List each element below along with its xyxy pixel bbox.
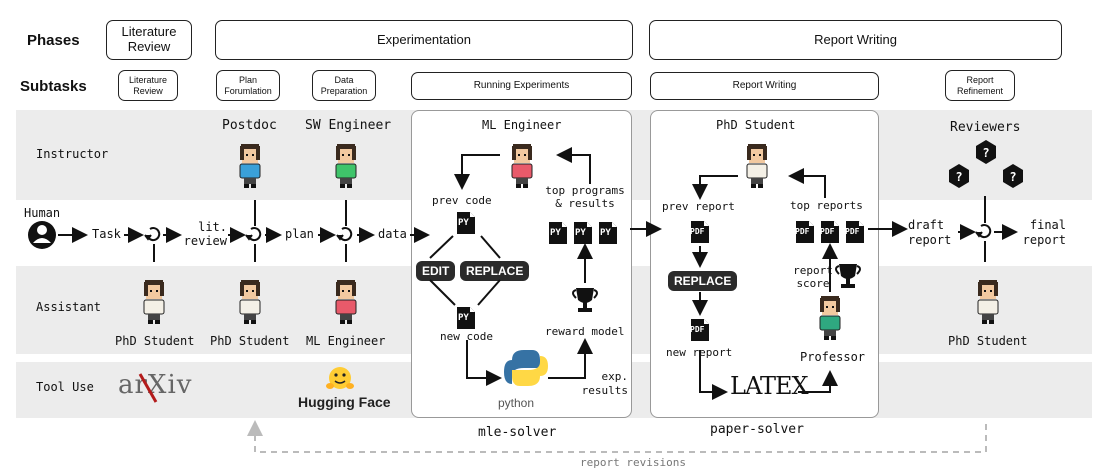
mle-reward-model: reward model xyxy=(545,325,625,338)
hugging-face-label: Hugging Face xyxy=(298,394,391,410)
pdf-label-new: PDF xyxy=(690,325,705,334)
role-ml-engineer-top: ML Engineer xyxy=(482,118,562,132)
subtask-report-writing[interactable]: Report Writing xyxy=(650,72,879,100)
role-phd-student-a2: PhD Student xyxy=(210,334,290,348)
py-label-top2: PY xyxy=(575,228,586,238)
row-label-tool-use: Tool Use xyxy=(36,380,94,394)
report-revisions-arrow xyxy=(247,420,987,453)
role-professor: Professor xyxy=(800,350,866,364)
role-postdoc: Postdoc xyxy=(222,118,277,133)
paper-prev-report: prev report xyxy=(662,200,735,213)
phase-literature-review[interactable]: Literature Review xyxy=(106,20,192,60)
subtask-running-experiments[interactable]: Running Experiments xyxy=(411,72,632,100)
flow-final-report: final report xyxy=(1022,218,1066,247)
mle-top-programs: top programs & results xyxy=(545,184,625,211)
subtask-literature-review[interactable]: Literature Review xyxy=(118,70,178,101)
subtask-report-refinement[interactable]: Report Refinement xyxy=(945,70,1015,101)
paper-report-score: report score xyxy=(793,264,833,291)
edit-pill: EDIT xyxy=(416,261,456,281)
subtask-plan-formulation[interactable]: Plan Forumlation xyxy=(216,70,280,101)
role-phd-student-a3: PhD Student xyxy=(948,334,1028,348)
pdf-label-prev: PDF xyxy=(690,227,705,236)
role-ml-engineer-bottom: ML Engineer xyxy=(306,334,386,348)
py-label-top3: PY xyxy=(600,228,611,238)
replace-pill-mle: REPLACE xyxy=(460,261,530,281)
mle-solver-name: mle-solver xyxy=(478,425,557,440)
row-label-assistant: Assistant xyxy=(36,300,102,314)
paper-new-report: new report xyxy=(666,346,733,359)
role-phd-student-top: PhD Student xyxy=(716,118,796,132)
py-label-top1: PY xyxy=(550,228,561,238)
role-phd-student-a1: PhD Student xyxy=(115,334,195,348)
paper-solver-name: paper-solver xyxy=(710,422,804,437)
flow-data: data xyxy=(378,227,407,241)
phase-experimentation[interactable]: Experimentation xyxy=(215,20,633,60)
flow-task: Task xyxy=(92,227,121,241)
row-label-human: Human xyxy=(24,206,61,220)
row-label-instructor: Instructor xyxy=(36,147,109,161)
paper-top-reports: top reports xyxy=(790,199,863,212)
flow-draft-report: draft report xyxy=(908,218,952,247)
latex-logo: LATEX xyxy=(730,372,809,400)
report-revisions-label: report revisions xyxy=(580,456,686,469)
py-label-new: PY xyxy=(458,313,469,323)
flow-lit-review: lit. review xyxy=(183,220,227,249)
replace-pill-paper: REPLACE xyxy=(668,271,738,291)
pdf-label-top2: PDF xyxy=(820,227,835,236)
py-label-prev: PY xyxy=(458,218,469,228)
mle-exp-results: exp. results xyxy=(581,370,628,398)
subtask-data-preparation[interactable]: Data Preparation xyxy=(312,70,376,101)
pdf-label-top3: PDF xyxy=(845,227,860,236)
mle-new-code: new code xyxy=(440,330,493,343)
mle-prev-code: prev code xyxy=(432,194,492,207)
pdf-label-top1: PDF xyxy=(795,227,810,236)
phases-header: Phases xyxy=(27,32,80,49)
role-sw-engineer: SW Engineer xyxy=(305,118,392,133)
role-reviewers: Reviewers xyxy=(950,120,1021,135)
flow-plan: plan xyxy=(285,227,314,241)
python-label: python xyxy=(498,396,535,410)
subtasks-header: Subtasks xyxy=(20,78,87,95)
human-icon xyxy=(28,221,56,249)
arxiv-logo: arXiv xyxy=(118,370,193,400)
phase-report-writing[interactable]: Report Writing xyxy=(649,20,1062,60)
